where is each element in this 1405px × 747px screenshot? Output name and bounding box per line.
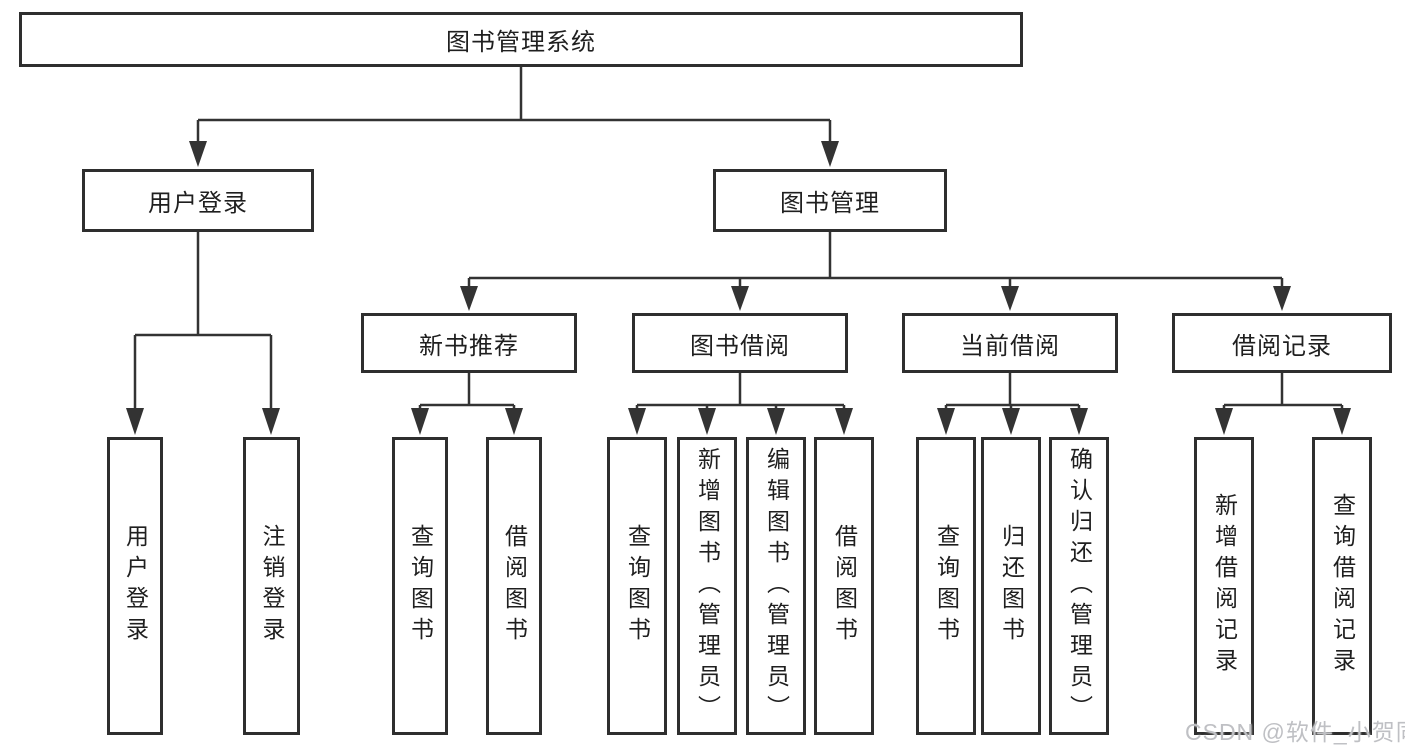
csdn-watermark: CSDN @软件_小贺同学 <box>1185 719 1405 745</box>
arrowhead <box>262 408 280 435</box>
arrowhead <box>1273 286 1291 311</box>
arrowhead <box>1070 408 1088 435</box>
arrowhead <box>505 408 523 435</box>
arrowhead <box>731 286 749 311</box>
arrowhead <box>821 141 839 167</box>
connector-root-to-level2 <box>189 67 839 167</box>
arrowhead <box>937 408 955 435</box>
connector-records-to-leaves <box>1215 373 1351 435</box>
leaf-edit-books-admin: 编辑图书（管理员） <box>746 437 806 735</box>
node-user-login: 用户登录 <box>82 169 314 232</box>
connector-userlogin-to-leaves <box>126 232 280 435</box>
leaf-query-books: 查询图书 <box>916 437 976 735</box>
arrowhead <box>628 408 646 435</box>
arrowhead <box>1002 408 1020 435</box>
node-book-management: 图书管理 <box>713 169 947 232</box>
arrowhead <box>698 408 716 435</box>
leaf-query-books: 查询图书 <box>607 437 667 735</box>
arrowhead <box>1215 408 1233 435</box>
arrowhead <box>835 408 853 435</box>
leaf-confirm-return-admin: 确认归还（管理员） <box>1049 437 1109 735</box>
connector-currentborrow-to-leaves <box>937 373 1088 435</box>
leaf-query-borrow-record: 查询借阅记录 <box>1312 437 1372 735</box>
arrowhead <box>1333 408 1351 435</box>
connector-newbooks-to-leaves <box>411 373 523 435</box>
leaf-return-books: 归还图书 <box>981 437 1041 735</box>
arrowhead <box>126 408 144 435</box>
connector-bookborrow-to-leaves <box>628 373 853 435</box>
arrowhead <box>189 141 207 167</box>
node-new-book-recommend: 新书推荐 <box>361 313 577 373</box>
node-root-system: 图书管理系统 <box>19 12 1023 67</box>
leaf-borrow-books: 借阅图书 <box>486 437 542 735</box>
arrowhead <box>460 286 478 311</box>
leaf-borrow-books: 借阅图书 <box>814 437 874 735</box>
leaf-logout: 注销登录 <box>243 437 300 735</box>
node-current-borrow: 当前借阅 <box>902 313 1118 373</box>
leaf-query-books: 查询图书 <box>392 437 448 735</box>
leaf-user-login: 用户登录 <box>107 437 163 735</box>
node-borrow-records: 借阅记录 <box>1172 313 1392 373</box>
connector-bookmgmt-to-level3 <box>460 232 1291 311</box>
node-book-borrow: 图书借阅 <box>632 313 848 373</box>
arrowhead <box>767 408 785 435</box>
leaf-add-books-admin: 新增图书（管理员） <box>677 437 737 735</box>
arrowhead <box>1001 286 1019 311</box>
arrowhead <box>411 408 429 435</box>
leaf-add-borrow-record: 新增借阅记录 <box>1194 437 1254 735</box>
